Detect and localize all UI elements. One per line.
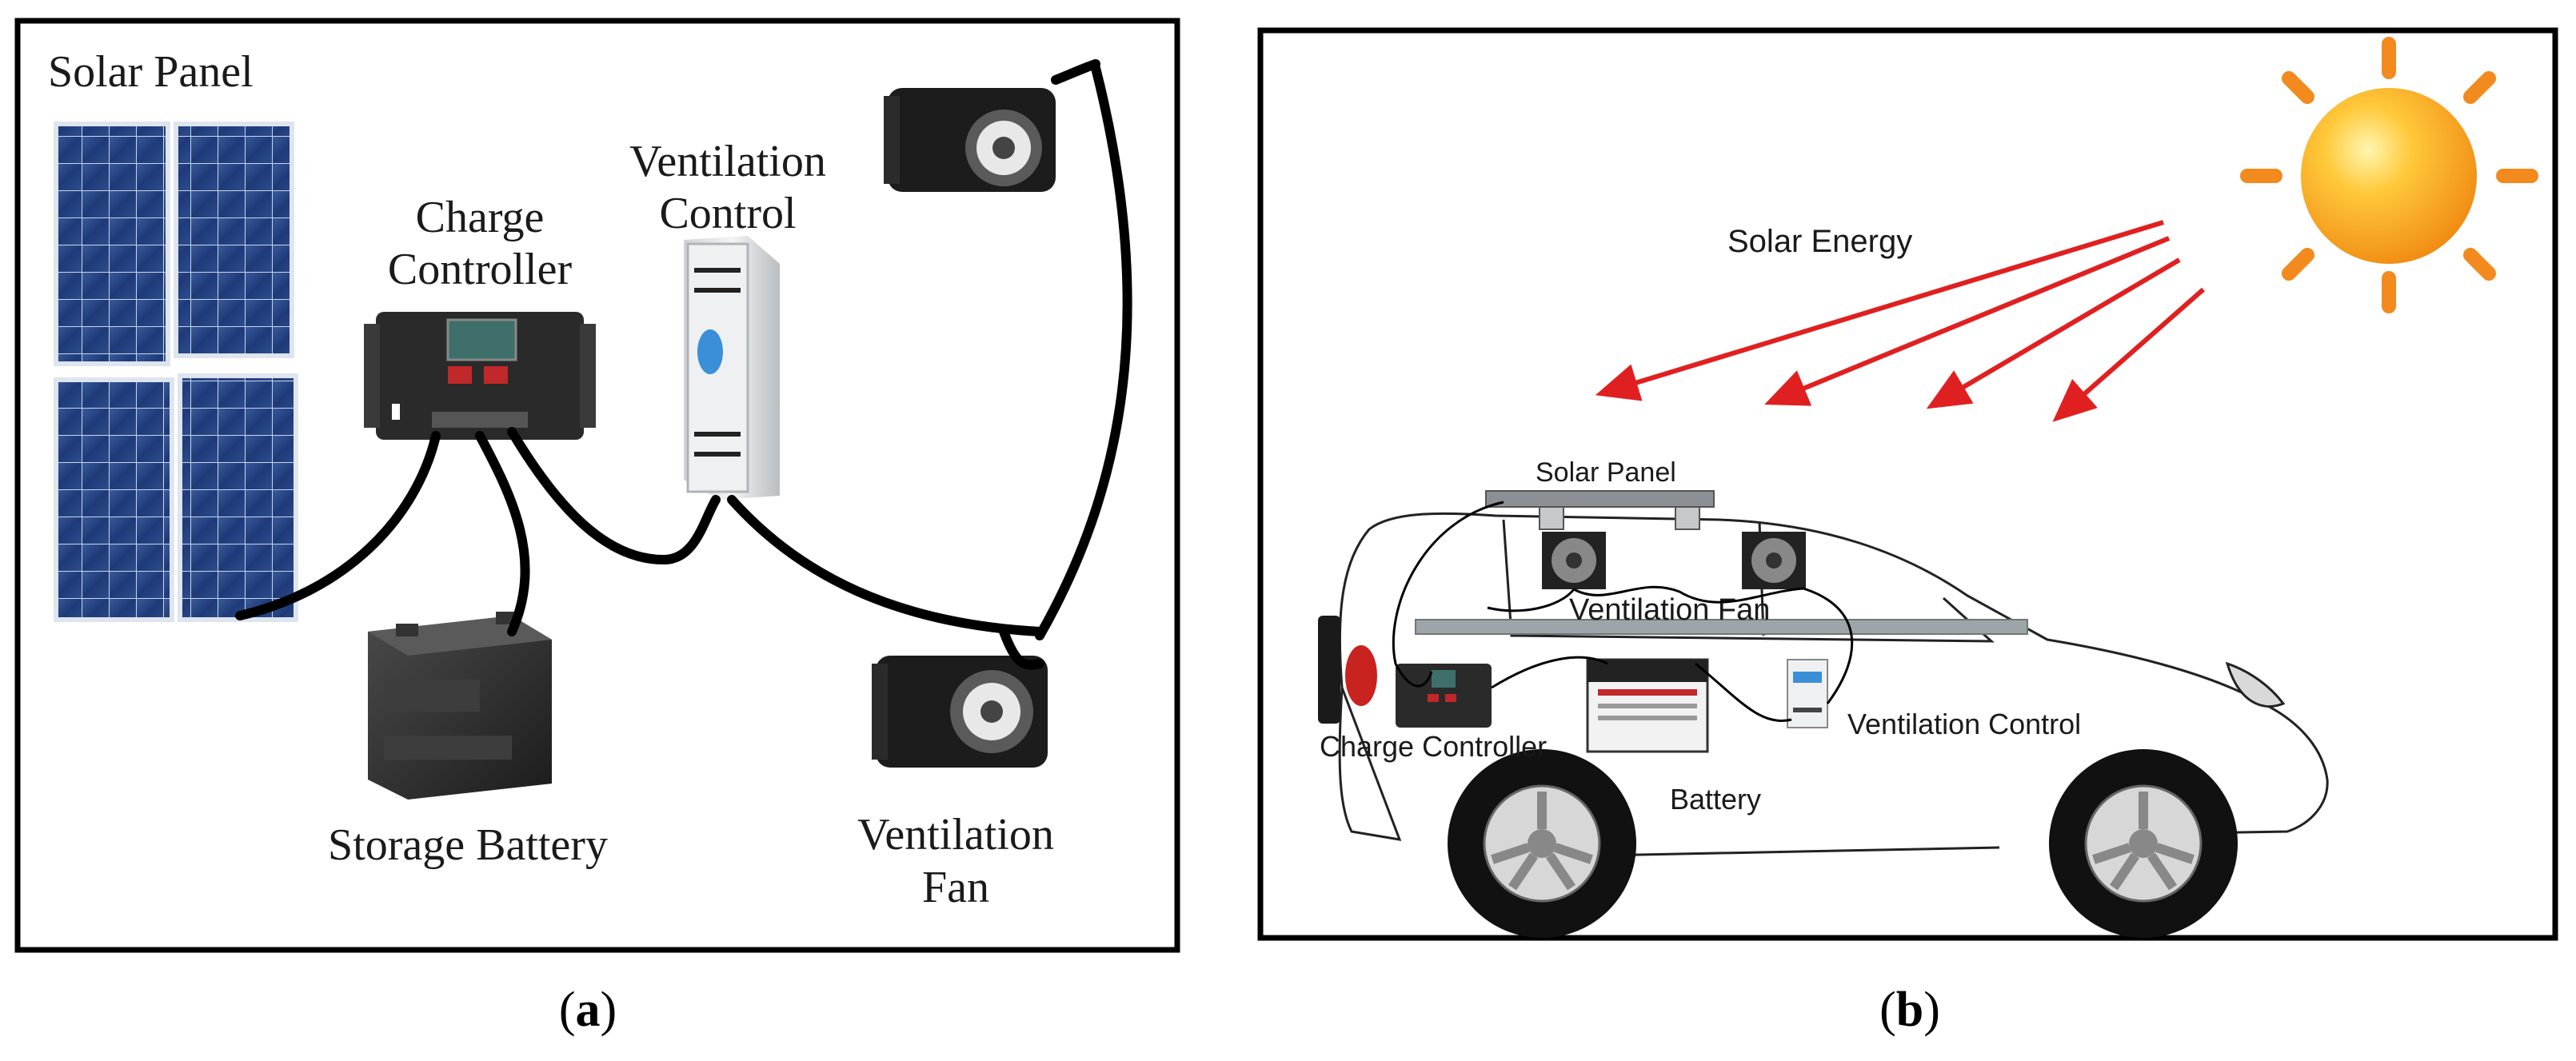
- solar-energy-arrows: [1595, 220, 2205, 422]
- solar-panel-label: Solar Panel: [48, 47, 254, 97]
- storage-battery-image: [368, 612, 552, 800]
- car-charge-controller: [1396, 664, 1492, 728]
- roof-rail: [1415, 619, 2028, 635]
- car-fan-left: [1542, 532, 1606, 589]
- car-ventilation-control: [1787, 659, 1828, 728]
- battery-car-label: Battery: [1670, 783, 1761, 816]
- charge-controller-image: [364, 312, 596, 440]
- front-wheel: [2049, 749, 2238, 938]
- car-fan-right: [1742, 532, 1806, 589]
- storage-battery-label: Storage Battery: [328, 820, 608, 870]
- solar-arrow-3: [1926, 257, 2181, 409]
- roof-solar-panel: [1485, 490, 1715, 530]
- solar-energy-label: Solar Energy: [1727, 224, 1912, 259]
- wires-panel-a: [235, 59, 1132, 670]
- charge-controller-label-line2: Controller: [388, 245, 573, 294]
- ventilation-fan-label-line2: Fan: [922, 863, 989, 912]
- ventilation-fan-top-image: [884, 88, 1056, 192]
- tail-light: [1318, 616, 1377, 724]
- solar-arrow-1: [1595, 220, 2164, 401]
- solar-arrow-2: [1764, 236, 2171, 406]
- ventilation-control-image: [684, 236, 780, 500]
- charge-controller-car-label: Charge Controller: [1320, 730, 1547, 763]
- caption-b: (b): [1879, 983, 1940, 1037]
- sun-icon: [2240, 37, 2538, 313]
- ventilation-control-label-line2: Control: [659, 189, 796, 238]
- rear-wheel: [1448, 749, 1636, 938]
- car-battery: [1586, 658, 1709, 753]
- charge-controller-label-line1: Charge: [416, 193, 545, 242]
- ventilation-fan-car-label: Ventilation Fan: [1569, 593, 1770, 627]
- wires-panel-b: [1392, 501, 1854, 722]
- roof-solar-panel-label: Solar Panel: [1536, 457, 1676, 488]
- ventilation-control-car-label: Ventilation Control: [1847, 708, 2081, 740]
- caption-a: (a): [559, 983, 617, 1037]
- ventilation-fan-bottom-image: [872, 656, 1048, 768]
- ventilation-control-label-line1: Ventilation: [629, 137, 826, 186]
- solar-arrow-4: [2052, 287, 2205, 422]
- ventilation-fan-label-line1: Ventilation: [857, 810, 1054, 860]
- panel-b: Solar Energy: [1257, 27, 2558, 941]
- panel-a: Solar Panel Charge Controller Ventilatio…: [14, 18, 1180, 953]
- solar-panel-image: [54, 122, 298, 622]
